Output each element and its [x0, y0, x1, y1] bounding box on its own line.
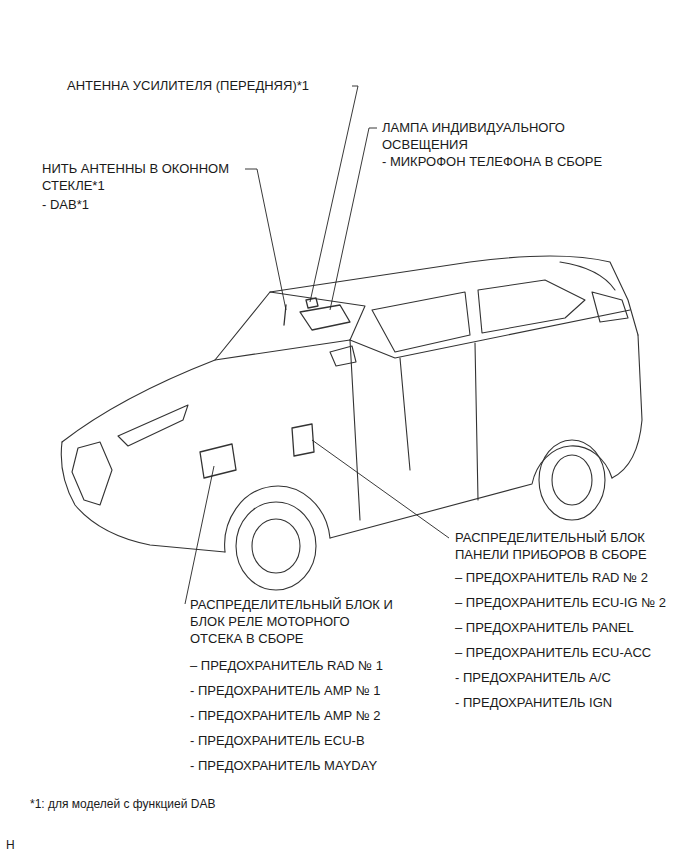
mirror [330, 346, 356, 366]
door-line [350, 340, 360, 520]
headlight [118, 405, 188, 446]
windshield [215, 292, 365, 360]
part-label: РАСПРЕДЕЛИТЕЛЬНЫЙ БЛОК И БЛОК РЕЛЕ МОТОР… [190, 596, 397, 647]
spoiler [560, 262, 615, 290]
fuse-label: - ПРЕДОХРАНИТЕЛЬ MAYDAY [190, 757, 377, 774]
leader-line [310, 86, 358, 302]
leader-line [312, 440, 449, 538]
fuse-label: – ПРЕДОХРАНИТЕЛЬ RAD № 1 [190, 657, 383, 674]
rear-rim [552, 455, 592, 505]
panel-junction-block [292, 424, 314, 456]
roof-line [270, 256, 638, 335]
fuse-label: - ПРЕДОХРАНИТЕЛЬ ECU-B [190, 732, 365, 749]
sub-part-label: - DAB*1 [42, 196, 89, 213]
fuse-label: - ПРЕДОХРАНИТЕЛЬ A/C [455, 669, 611, 686]
grille [72, 442, 112, 505]
quarter-window [592, 292, 628, 322]
fuse-label: – ПРЕДОХРАНИТЕЛЬ ECU-IG № 2 [455, 594, 666, 611]
fuse-label: – ПРЕДОХРАНИТЕЛЬ RAD № 2 [455, 569, 648, 586]
front-rim [252, 519, 300, 573]
rear-window [478, 280, 585, 333]
sub-part-label: - МИКРОФОН ТЕЛЕФОНА В СБОРЕ [382, 153, 602, 170]
leader-line [245, 169, 286, 310]
fuse-label: - ПРЕДОХРАНИТЕЛЬ AMP № 2 [190, 707, 380, 724]
figure-code: H [6, 837, 15, 854]
door-line [400, 343, 478, 500]
front-window [372, 292, 470, 352]
part-label: АНТЕННА УСИЛИТЕЛЯ (ПЕРЕДНЯЯ)*1 [67, 77, 309, 94]
fuse-label: - ПРЕДОХРАНИТЕЛЬ AMP № 1 [190, 682, 380, 699]
amplifier-antenna [306, 298, 318, 308]
fuse-label: – ПРЕДОХРАНИТЕЛЬ ECU-ACC [455, 644, 651, 661]
part-label: РАСПРЕДЕЛИТЕЛЬНЫЙ БЛОК ПАНЕЛИ ПРИБОРОВ В… [455, 529, 680, 563]
part-label: НИТЬ АНТЕННЫ В ОКОННОМ СТЕКЛЕ*1 [42, 160, 267, 194]
fuse-label: – ПРЕДОХРАНИТЕЛЬ PANEL [455, 619, 634, 636]
engine-junction-block [200, 444, 236, 478]
fuse-label: - ПРЕДОХРАНИТЕЛЬ IGN [455, 694, 612, 711]
footnote: *1: для моделей с функцией DAB [30, 796, 215, 813]
rear-wheel [539, 440, 605, 520]
part-label: ЛАМПА ИНДИВИДУАЛЬНОГО ОСВЕЩЕНИЯ [382, 119, 632, 153]
leader-line [185, 466, 214, 604]
hood-line [62, 340, 350, 442]
belt-line [350, 310, 630, 358]
front-wheel [236, 502, 316, 590]
map-lamp [300, 305, 350, 330]
rear-end [612, 335, 642, 478]
rear-arch-sill [330, 446, 612, 538]
leader-line [330, 128, 377, 310]
